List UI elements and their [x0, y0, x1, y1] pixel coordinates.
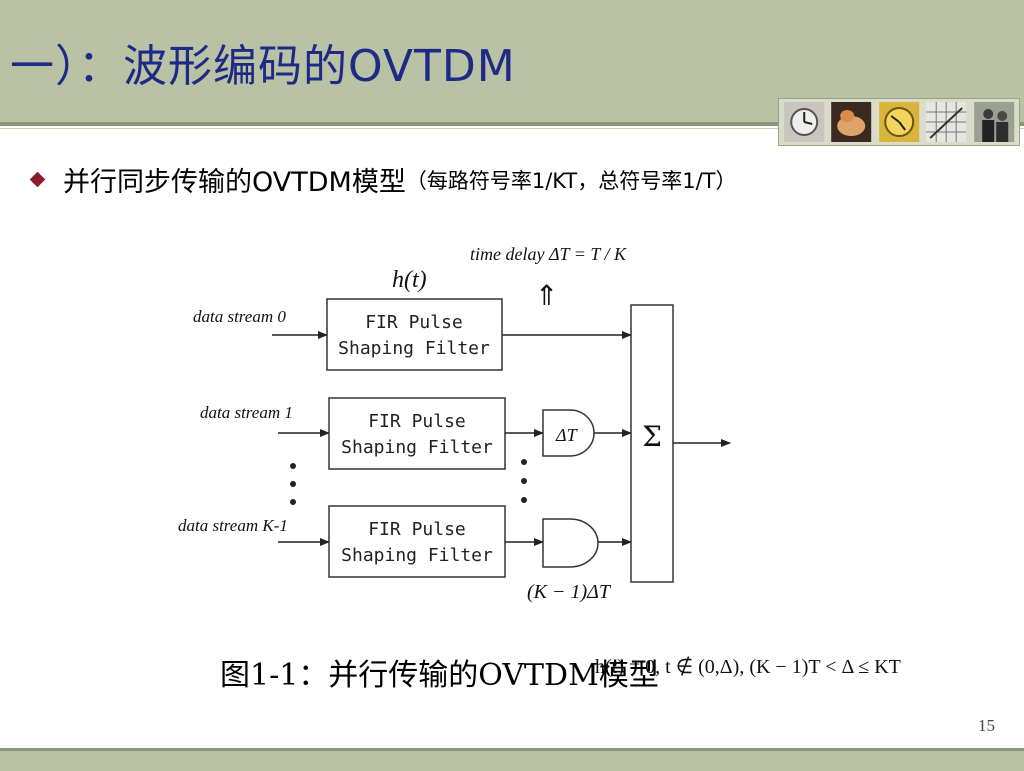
bullet-main-text: 并行同步传输的OVTDM模型 [63, 167, 406, 198]
fir-filter-line2-k1: Shaping Filter [341, 545, 493, 566]
bullet-row: 并行同步传输的OVTDM模型 （每路符号率1/KT，总符号率1/T） [29, 160, 737, 199]
impulse-response-label: h(t) [392, 267, 427, 293]
title-rule-thin [0, 128, 1024, 129]
grid-icon [924, 102, 968, 142]
page-number: 15 [978, 716, 995, 735]
stream-label-k1: data stream K-1 [178, 516, 288, 535]
delay-label-1: ΔT [555, 425, 579, 445]
fir-filter-box-k1 [328, 505, 506, 578]
fir-filter-box-0 [326, 298, 503, 371]
fir-filter-line1-1: FIR Pulse [368, 411, 466, 432]
clock-icon [877, 102, 921, 142]
title-rule [0, 122, 1024, 126]
last-delay-label: (K − 1)ΔT [527, 581, 612, 603]
figure-caption: 图1-1：并行传输的OVTDM模型 [220, 658, 659, 693]
photo-strip [778, 98, 1020, 146]
stream-label-0: data stream 0 [193, 307, 286, 326]
stream-label-1: data stream 1 [200, 403, 293, 422]
fir-filter-line2-0: Shaping Filter [338, 338, 490, 359]
summation-block [630, 304, 674, 583]
ellipsis-dot [290, 463, 296, 469]
ellipsis-dot [521, 497, 527, 503]
people-icon [972, 102, 1016, 142]
watch-icon [782, 102, 826, 142]
fir-filter-line1-k1: FIR Pulse [368, 519, 466, 540]
bullet-sub-text: （每路符号率1/KT，总符号率1/T） [405, 168, 737, 193]
time-delay-label: time delay ΔT = T / K [470, 244, 627, 264]
ellipsis-dot [521, 478, 527, 484]
bottom-band [0, 748, 1024, 771]
hands-icon [829, 102, 873, 142]
fir-filter-box-1 [328, 397, 506, 470]
delay-block-k1 [542, 518, 599, 568]
ellipsis-dot [290, 499, 296, 505]
ellipsis-dot [290, 481, 296, 487]
fir-filter-line1-0: FIR Pulse [365, 312, 463, 333]
ellipsis-dot [521, 459, 527, 465]
impulse-constraint-formula: h(t) = 0, t ∉ (0,Δ), (K − 1)T < Δ ≤ KT [595, 656, 901, 678]
up-arrow-glyph: ⇑ [535, 279, 558, 312]
summation-symbol: Σ [642, 420, 662, 453]
fir-filter-line2-1: Shaping Filter [341, 437, 493, 458]
slide-title: 一）：波形编码的OVTDM [10, 41, 516, 92]
delay-block-1 [542, 409, 595, 457]
